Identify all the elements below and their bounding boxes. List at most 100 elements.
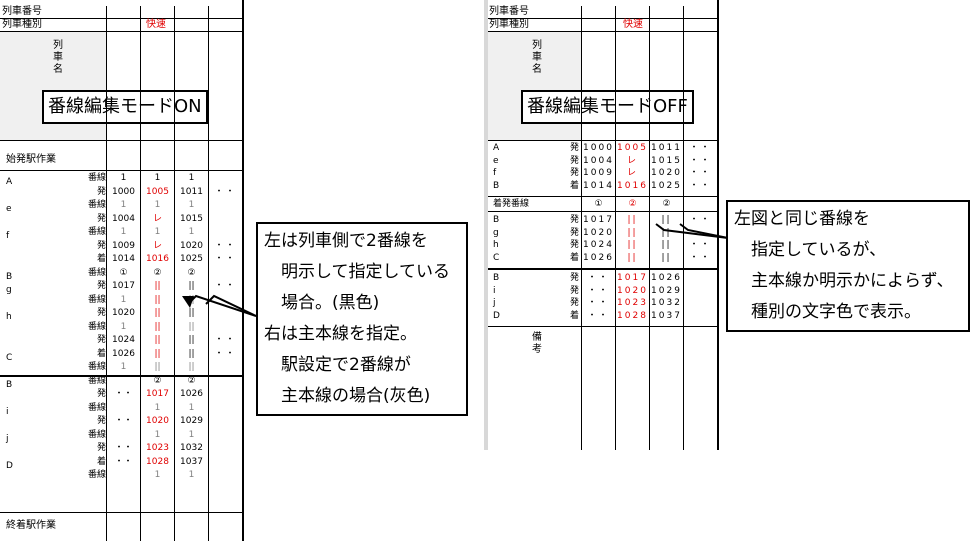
cell-col4[interactable]: ・・ xyxy=(214,335,237,345)
cell-col1[interactable]: ・・ xyxy=(587,298,610,308)
cell-col3[interactable]: || xyxy=(661,215,672,225)
cell-col3[interactable]: 1032 xyxy=(180,443,203,453)
cell-col3[interactable]: 1015 xyxy=(180,213,203,224)
cell-col2[interactable]: 1005 xyxy=(146,186,169,197)
cell-col1[interactable]: 1009 xyxy=(112,240,135,251)
cell-col1[interactable]: 1000 xyxy=(583,143,614,153)
cell-col3[interactable]: 1 xyxy=(188,429,195,440)
cell-col2[interactable]: 1017 xyxy=(146,389,169,399)
cell-col2[interactable]: ② xyxy=(153,267,162,278)
cell-col2[interactable]: 1 xyxy=(154,173,161,183)
cell-col1[interactable]: ・・ xyxy=(114,389,133,399)
cell-col2[interactable]: || xyxy=(154,308,161,318)
cell-col3[interactable]: 1 xyxy=(188,173,195,183)
cell-col3[interactable]: || xyxy=(661,227,672,238)
arrival-departure-track[interactable]: ② xyxy=(662,199,671,209)
cell-col4[interactable]: ・・ xyxy=(214,348,237,359)
cell-col1[interactable]: 1004 xyxy=(112,213,135,224)
cell-col3[interactable]: || xyxy=(188,321,195,332)
cell-col2[interactable]: レ xyxy=(626,168,638,178)
cell-col3[interactable]: || xyxy=(661,252,672,263)
cell-col4[interactable]: ・・ xyxy=(689,155,712,166)
cell-col2[interactable]: 1028 xyxy=(146,456,169,467)
cell-col1[interactable]: ・・ xyxy=(114,443,133,453)
cell-col1[interactable]: 1024 xyxy=(583,240,614,250)
cell-col2[interactable]: 1028 xyxy=(617,310,648,321)
cell-col2[interactable]: 1 xyxy=(154,402,161,413)
cell-col3[interactable]: || xyxy=(188,362,195,372)
cell-col2[interactable]: 1016 xyxy=(146,254,169,264)
cell-col1[interactable]: 1014 xyxy=(112,254,135,264)
cell-col2[interactable]: 1016 xyxy=(617,180,648,191)
cell-col3[interactable]: || xyxy=(188,348,195,359)
cell-col1[interactable]: ① xyxy=(119,267,128,278)
cell-col2[interactable]: レ xyxy=(626,155,638,166)
cell-col3[interactable]: 1011 xyxy=(180,186,203,197)
cell-col2[interactable]: || xyxy=(154,362,161,372)
cell-col3[interactable]: 1037 xyxy=(651,310,682,321)
cell-col4[interactable]: ・・ xyxy=(214,254,237,264)
cell-col3[interactable]: 1 xyxy=(188,200,195,210)
cell-col2[interactable]: || xyxy=(627,252,638,263)
cell-col1[interactable]: 1 xyxy=(120,173,127,183)
cell-col1[interactable]: ・・ xyxy=(587,273,610,283)
cell-col1[interactable]: 1009 xyxy=(583,168,614,178)
cell-col4[interactable]: ・・ xyxy=(214,281,237,291)
cell-col3[interactable]: 1020 xyxy=(180,240,203,251)
cell-col1[interactable]: 1 xyxy=(120,362,127,372)
cell-col3[interactable]: || xyxy=(188,308,195,318)
cell-col3[interactable]: 1025 xyxy=(651,180,682,191)
cell-col3[interactable]: 1 xyxy=(188,227,195,237)
cell-col3[interactable]: 1026 xyxy=(180,389,203,399)
cell-col1[interactable]: ・・ xyxy=(114,456,133,467)
cell-col1[interactable]: 1017 xyxy=(583,215,614,225)
cell-col1[interactable]: 1 xyxy=(120,200,127,210)
cell-col1[interactable]: 1017 xyxy=(112,281,135,291)
cell-col1[interactable]: 1 xyxy=(120,321,127,332)
cell-col3[interactable]: 1026 xyxy=(651,273,682,283)
cell-col2[interactable]: || xyxy=(627,240,638,250)
cell-col4[interactable]: ・・ xyxy=(689,252,712,263)
cell-col3[interactable]: ② xyxy=(187,375,196,386)
cell-col4[interactable]: ・・ xyxy=(689,215,712,225)
cell-col4[interactable]: ・・ xyxy=(689,180,712,191)
cell-col3[interactable]: || xyxy=(188,294,195,305)
arrival-departure-track[interactable]: ① xyxy=(594,199,603,209)
cell-col4[interactable]: ・・ xyxy=(689,168,712,178)
cell-col1[interactable]: 1020 xyxy=(112,308,135,318)
cell-col3[interactable]: || xyxy=(188,335,195,345)
cell-col3[interactable]: 1 xyxy=(188,402,195,413)
cell-col2[interactable]: レ xyxy=(152,240,162,251)
cell-col3[interactable]: 1015 xyxy=(651,155,682,166)
train-type-value[interactable]: 快速 xyxy=(623,19,643,30)
cell-col1[interactable]: 1026 xyxy=(112,348,135,359)
cell-col1[interactable]: 1000 xyxy=(112,186,135,197)
cell-col4[interactable]: ・・ xyxy=(214,186,237,197)
cell-col3[interactable]: 1 xyxy=(188,470,195,480)
arrival-departure-track[interactable]: ② xyxy=(628,199,637,209)
cell-col3[interactable]: || xyxy=(188,281,195,291)
cell-col2[interactable]: 1023 xyxy=(617,298,648,308)
cell-col1[interactable]: ・・ xyxy=(114,416,133,426)
cell-col2[interactable]: ② xyxy=(153,375,162,386)
cell-col2[interactable]: || xyxy=(627,215,638,225)
cell-col2[interactable]: 1020 xyxy=(617,285,648,296)
cell-col1[interactable]: 1026 xyxy=(583,252,614,263)
cell-col2[interactable]: 1 xyxy=(154,429,161,440)
cell-col2[interactable]: 1 xyxy=(154,227,161,237)
cell-col3[interactable]: 1029 xyxy=(651,285,682,296)
cell-col2[interactable]: || xyxy=(627,227,638,238)
cell-col3[interactable]: 1032 xyxy=(651,298,682,308)
cell-col2[interactable]: レ xyxy=(152,213,162,224)
cell-col3[interactable]: || xyxy=(661,240,672,250)
cell-col3[interactable]: 1011 xyxy=(651,143,682,153)
cell-col2[interactable]: 1 xyxy=(154,200,161,210)
cell-col4[interactable]: ・・ xyxy=(689,240,712,250)
cell-col3[interactable]: 1037 xyxy=(180,456,203,467)
vertical-scrollbar[interactable] xyxy=(484,0,488,450)
cell-col2[interactable]: || xyxy=(154,335,161,345)
cell-col3[interactable]: 1020 xyxy=(651,168,682,178)
cell-col1[interactable]: 1014 xyxy=(583,180,614,191)
cell-col2[interactable]: 1017 xyxy=(617,273,648,283)
cell-col2[interactable]: || xyxy=(154,321,161,332)
